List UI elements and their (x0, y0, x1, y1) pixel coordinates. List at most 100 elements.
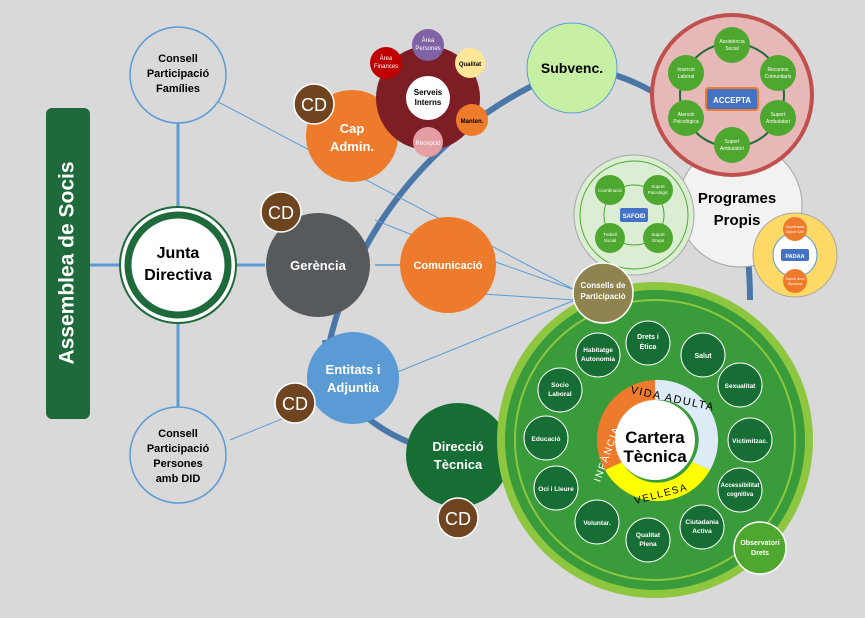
cd-badge-cap-admin[interactable]: CD (293, 83, 335, 125)
ring-habitatge-node[interactable]: Habitatge Autonomia (575, 332, 621, 378)
consell-persones-line2: Participació (147, 443, 210, 455)
direccio-tecnica-node[interactable]: Direcció Tècnica (406, 403, 510, 507)
ring-qualitat-node[interactable]: Qualitat Plena (625, 517, 671, 563)
ring-salut-label: Salut (694, 353, 712, 360)
cartera-tecnica-cluster[interactable]: Cartera Tècnica VIDA ADULTA INFÀNCIA VEL… (497, 282, 813, 598)
cap-admin-line1: Cap (340, 121, 365, 136)
junta-directiva-node[interactable]: Junta Directiva (119, 206, 237, 324)
ring-ciutadania-1: Ciutadania (685, 519, 719, 526)
cd-badge-entitats[interactable]: CD (274, 382, 316, 424)
consell-persones-line3: Persones (153, 458, 203, 470)
area-persones-node[interactable]: Àrea Persones (412, 29, 444, 61)
padaa-cluster[interactable]: PADAA Coordinació Suport SAV Suport Àrea… (752, 212, 838, 298)
ring-accessibilitat-1: Accessibilitat (721, 483, 760, 489)
ring-ciutadania-node[interactable]: Ciutadania Activa (679, 504, 725, 550)
accepta-recursos-node[interactable]: Recursos Comunitaris (760, 55, 796, 91)
safoid-suport-grup-node[interactable]: Suport Grups (643, 223, 673, 253)
safoid-suport-psicologic-node[interactable]: Suport Psicològic (643, 175, 673, 205)
consell-families-node[interactable]: Consell Participació Famílies (129, 26, 227, 124)
padaa-bot-1: Suport Àrea (786, 277, 805, 281)
ring-voluntar-node[interactable]: Voluntar. (574, 499, 620, 545)
ring-drets-node[interactable]: Drets i Ètica (625, 320, 671, 366)
cartera-line2: Tècnica (623, 447, 687, 466)
safoid-cluster[interactable]: SAFOID Coordinació Suport Psicològic Tre… (573, 154, 695, 276)
ring-habitatge-1: Habitatge (583, 347, 613, 354)
comunicacio-node[interactable]: Comunicació (400, 217, 496, 313)
safoid-suport-grup-2: Grups (652, 238, 665, 243)
accepta-insercio-node[interactable]: Inserció Laboral (668, 55, 704, 91)
observatori-drets-node[interactable]: Observatori Drets (733, 521, 787, 575)
accepta-insercio-2: Laboral (678, 74, 695, 80)
ring-oci-node[interactable]: Oci i Lleure (533, 465, 579, 511)
ring-qualitat-1: Qualitat (636, 532, 661, 539)
cd-label: CD (282, 394, 308, 414)
manten-node[interactable]: Manten. (456, 104, 488, 136)
direccio-line1: Direcció (432, 439, 483, 454)
accepta-recursos-2: Comunitaris (765, 74, 792, 80)
consell-families-line2: Participació (147, 68, 210, 80)
subvenc-node[interactable]: Subvenc. (526, 22, 618, 114)
observatori-line2: Drets (751, 550, 769, 557)
recepcio-node[interactable]: Recepció (413, 127, 443, 157)
accepta-cluster[interactable]: ACCEPTA Assistència Social Recursos Comu… (650, 13, 814, 177)
accepta-suport-amb-node[interactable]: Suport Ambulatori (760, 100, 796, 136)
gerencia-node[interactable]: Gerència (266, 213, 370, 317)
cd-badge-gerencia[interactable]: CD (260, 191, 302, 233)
assembly-box[interactable]: Assemblea de Socis (46, 108, 90, 419)
cd-badge-direccio[interactable]: CD (437, 497, 479, 539)
ring-sexualitat-node[interactable]: Sexualitat (717, 362, 763, 408)
area-persones-line2: Persones (415, 46, 440, 52)
accepta-insercio-1: Inserció (677, 67, 695, 73)
direccio-line2: Tècnica (434, 457, 483, 472)
safoid-coordinacio-node[interactable]: Coordinació (595, 175, 625, 205)
ring-qualitat-2: Plena (639, 541, 657, 548)
serveis-interns-cluster[interactable]: Serveis Interns Àrea Persones Qualitat M… (370, 29, 488, 157)
serveis-center-line1: Serveis (414, 88, 443, 97)
ring-educacio-node[interactable]: Educació (523, 415, 569, 461)
consells-participacio-line1: Consells de (581, 281, 626, 290)
safoid-coordinacio-label: Coordinació (598, 188, 623, 193)
accepta-assistencia-1: Assistència (719, 39, 745, 45)
junta-line1: Junta (157, 245, 200, 262)
consell-families-line3: Famílies (156, 83, 200, 95)
qualitat-label: Qualitat (459, 62, 481, 68)
ring-accessibilitat-node[interactable]: Accessibilitat cognitiva (717, 467, 763, 513)
accepta-atencio-1: Atenció (678, 112, 695, 118)
ring-socio-node[interactable]: Socio Laboral (537, 367, 583, 413)
entitats-line1: Entitats i (326, 362, 381, 377)
consells-participacio-node[interactable]: Consells de Participació (572, 262, 634, 324)
padaa-center-label: PADAA (785, 254, 804, 260)
consell-persones-line4: amb DID (156, 473, 201, 485)
accepta-suport-amb2-1: Suport (725, 139, 740, 145)
entitats-node[interactable]: Entitats i Adjuntia (307, 332, 399, 424)
ring-victimitzac-node[interactable]: Victimitzac. (727, 417, 773, 463)
safoid-treball-1: Treball (603, 232, 617, 237)
assembly-label: Assemblea de Socis (56, 161, 79, 364)
ring-salut-node[interactable]: Salut (680, 332, 726, 378)
accepta-assistencia-2: Social (725, 46, 739, 52)
qualitat-node[interactable]: Qualitat (455, 48, 485, 78)
padaa-top-2: Suport SAV (786, 230, 805, 234)
consell-persones-node[interactable]: Consell Participació Persones amb DID (129, 406, 227, 504)
padaa-top-node[interactable]: Coordinació Suport SAV (783, 217, 807, 241)
cartera-segment-ring (596, 379, 719, 501)
area-finances-line1: Àrea (380, 55, 393, 62)
area-finances-node[interactable]: Àrea Finances (370, 47, 402, 79)
accepta-atencio-node[interactable]: Atenció Psicològica (668, 100, 704, 136)
consell-families-line1: Consell (158, 53, 198, 65)
accepta-assistencia-node[interactable]: Assistència Social (714, 27, 750, 63)
safoid-suport-psicologic-1: Suport (651, 184, 665, 189)
accepta-recursos-1: Recursos (767, 67, 789, 73)
manten-label: Manten. (461, 119, 484, 125)
recepcio-label: Recepció (415, 141, 441, 147)
ring-drets-2: Ètica (640, 342, 657, 351)
ring-educacio-label: Educació (532, 436, 561, 443)
accepta-suport-amb2-node[interactable]: Suport Ambulatori (714, 127, 750, 163)
safoid-treball-node[interactable]: Treball Social (595, 223, 625, 253)
consell-persones-line1: Consell (158, 428, 198, 440)
entitats-line2: Adjuntia (327, 380, 380, 395)
padaa-bottom-node[interactable]: Suport Àrea Recursos (783, 269, 807, 293)
consells-participacio-line2: Participació (580, 292, 625, 301)
